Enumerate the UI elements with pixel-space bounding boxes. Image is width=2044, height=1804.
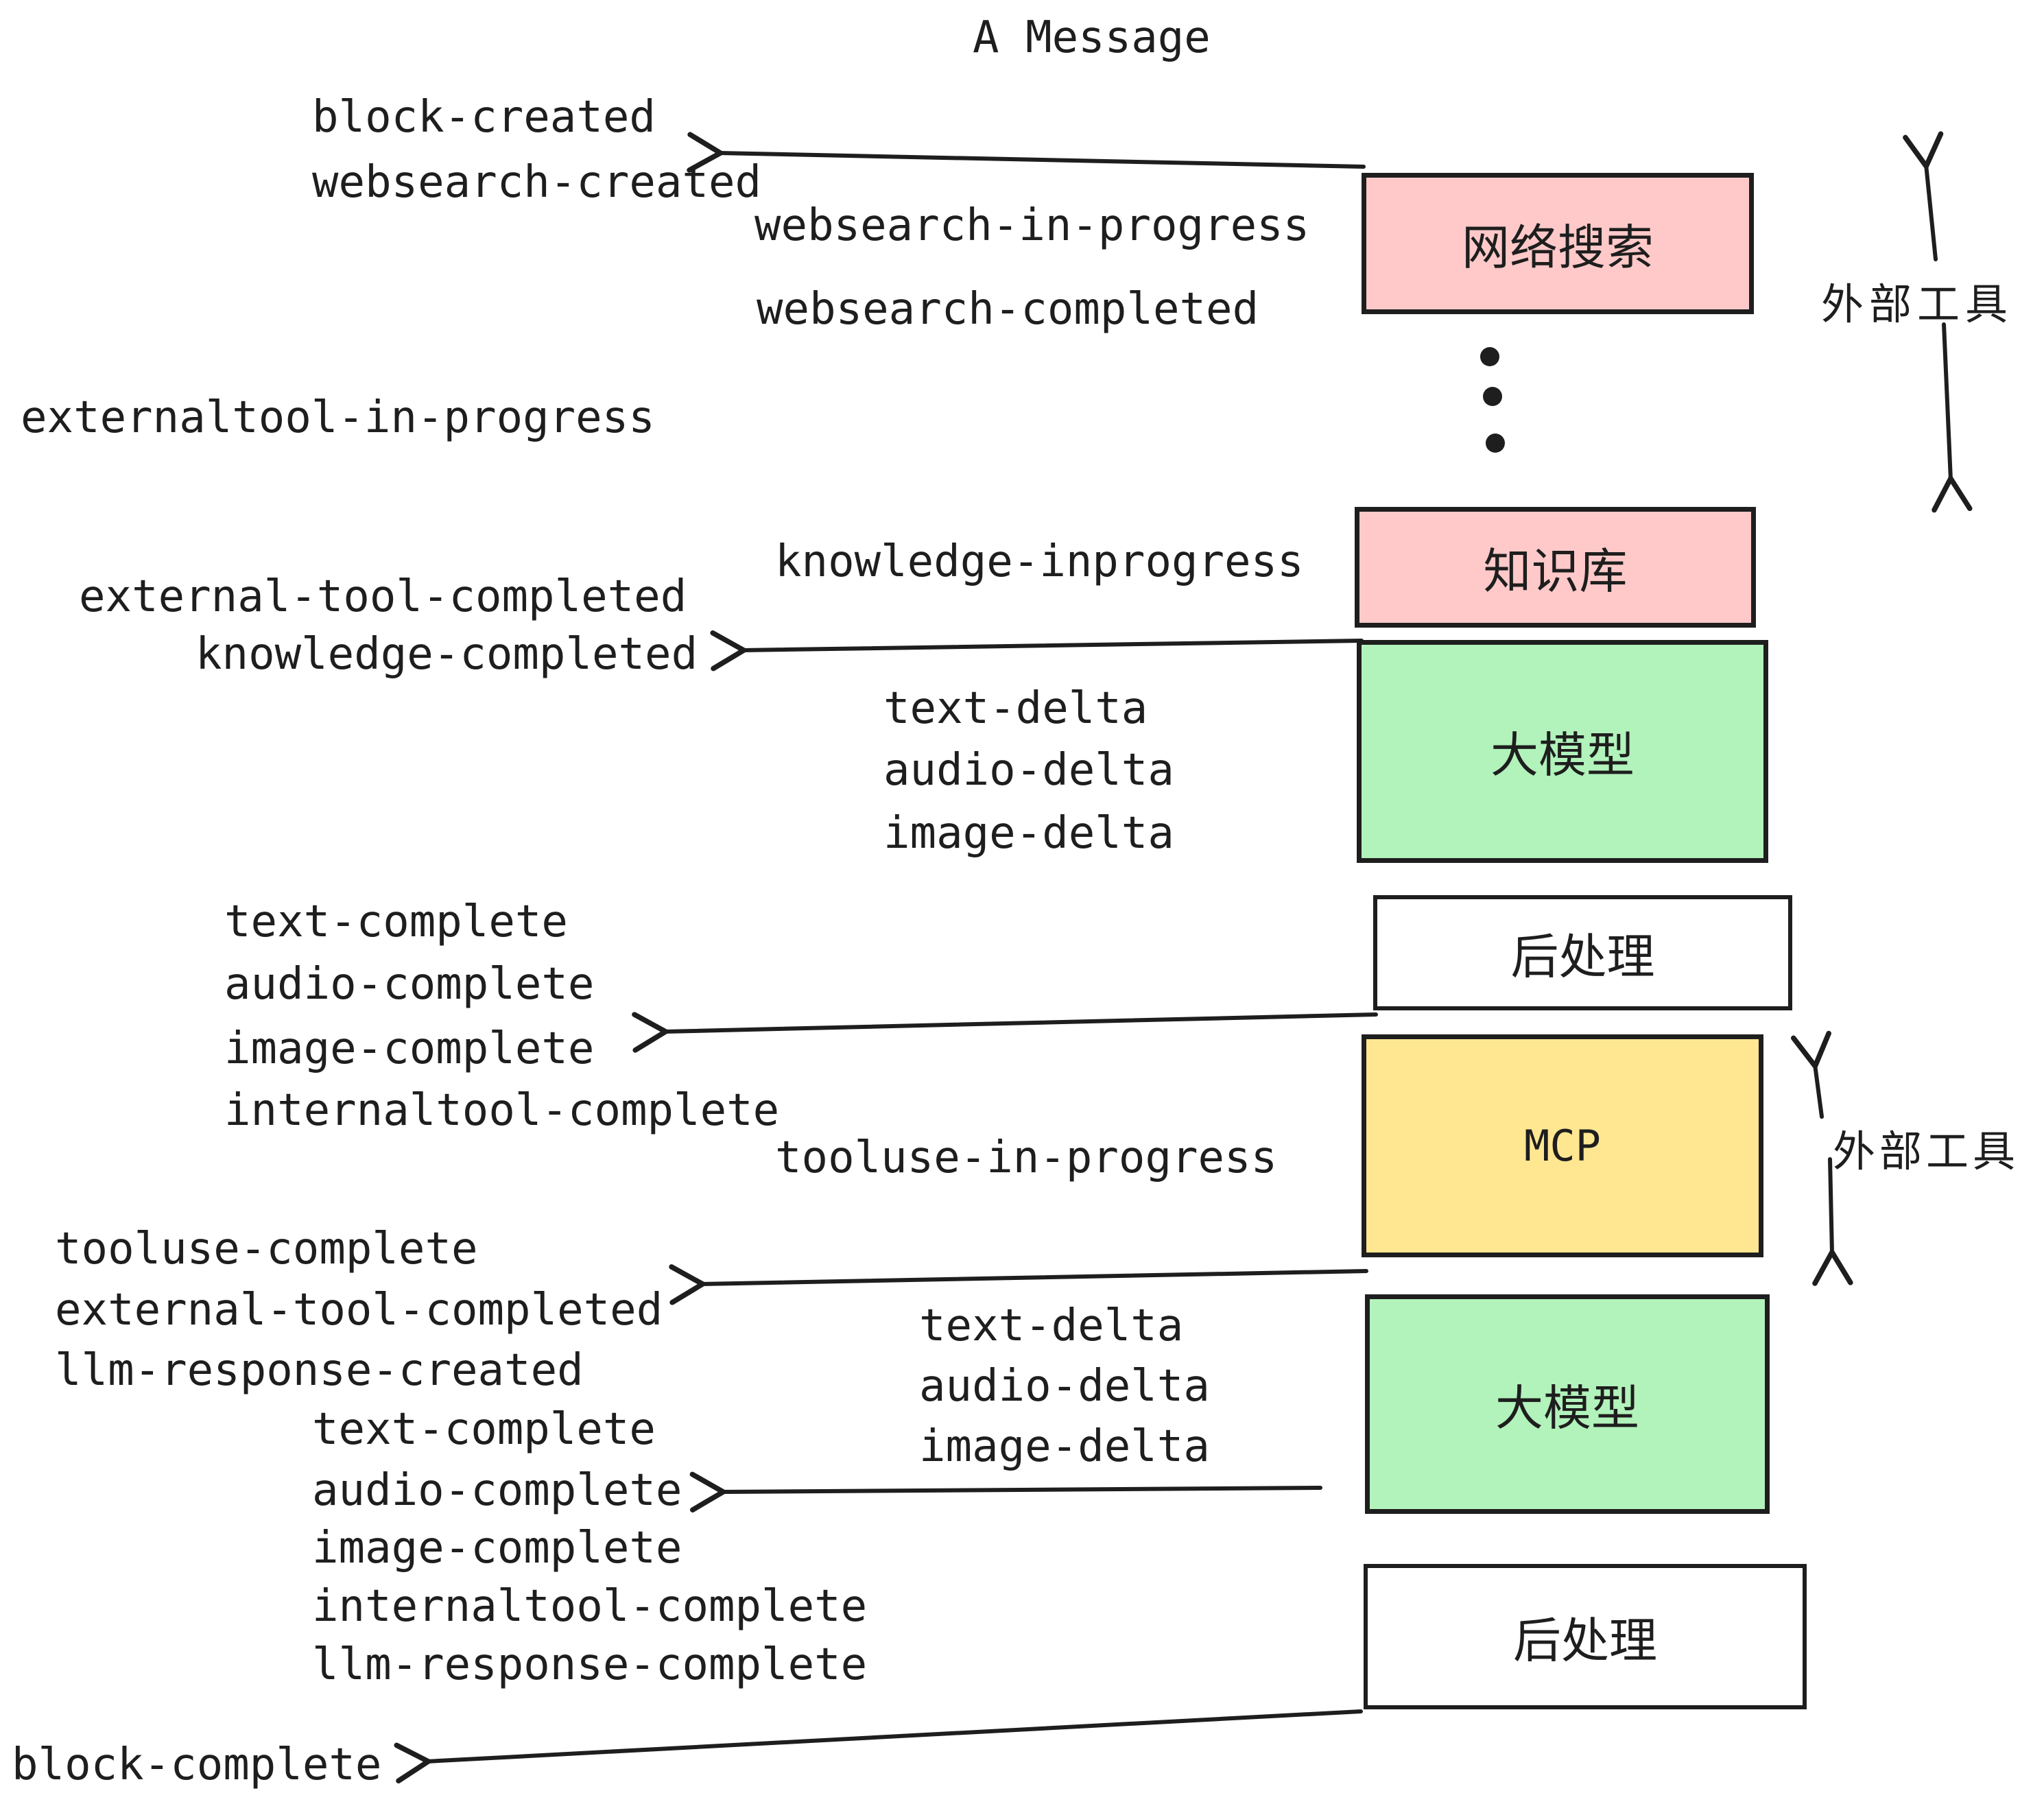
box-llm-2: 大模型 [1365,1294,1770,1514]
event-label-block-complete: block-complete [12,1740,382,1790]
box-websearch-label: 网络搜索 [1462,219,1654,276]
event-label-llm-response-complete: llm-response-complete [312,1639,868,1690]
box-knowledge-label: 知识库 [1483,543,1628,600]
event-label-internaltool-complete-2: internaltool-complete [312,1581,868,1632]
event-label-audio-complete-2: audio-complete [312,1465,682,1516]
event-label-tooluse-in-progress: tooluse-in-progress [775,1132,1278,1183]
box-mcp-label: MCP [1524,1121,1601,1171]
event-label-knowledge-inprogress: knowledge-inprogress [775,536,1304,587]
event-label-text-complete-2: text-complete [312,1404,656,1455]
box-llm-1: 大模型 [1357,640,1768,863]
event-label-external-tool-completed-1: external-tool-completed [79,571,687,622]
event-label-websearch-created: websearch-created [312,157,762,208]
diagram-title: A Message [973,12,1211,63]
external-tools-annotation-2: 外部工具 [1833,1126,2020,1176]
arrow-to-audio-complete-2 [689,1471,1322,1512]
arrow-to-external-tool-completed-2 [669,1264,1368,1305]
event-label-image-delta-2: image-delta [919,1421,1210,1472]
event-label-external-tool-completed-2: external-tool-completed [55,1285,663,1336]
box-post-2: 后处理 [1364,1564,1807,1709]
ellipsis-dot [1483,387,1502,406]
event-label-websearch-in-progress: websearch-in-progress [754,200,1310,251]
event-label-knowledge-completed: knowledge-completed [195,629,698,680]
box-knowledge: 知识库 [1355,507,1756,628]
event-label-text-delta-2: text-delta [919,1301,1184,1351]
box-post-1: 后处理 [1373,895,1792,1010]
box-llm-1-label: 大模型 [1490,727,1635,783]
external-tools-up-arrow-1 [1903,131,1944,261]
event-label-image-complete-1: image-complete [224,1023,595,1074]
event-label-tooluse-complete: tooluse-complete [55,1224,478,1274]
event-label-block-created: block-created [312,92,656,143]
event-label-llm-response-created: llm-response-created [55,1345,584,1396]
arrow-to-image-complete-1 [632,1012,1378,1053]
external-tools-annotation-1: 外部工具 [1821,279,2014,329]
ellipsis-dot [1486,434,1505,453]
box-post-1-label: 后处理 [1510,928,1655,985]
box-websearch: 网络搜索 [1362,173,1754,314]
event-label-audio-delta-1: audio-delta [883,745,1174,796]
box-mcp: MCP [1362,1034,1763,1257]
arrow-to-knowledge-completed [710,630,1364,672]
event-label-externaltool-in-progress: externaltool-in-progress [21,392,655,443]
arrow-to-websearch-created [687,132,1366,173]
arrow-to-block-complete [394,1709,1363,1783]
external-tools-down-arrow-2 [1812,1157,1853,1286]
box-post-2-label: 后处理 [1513,1612,1657,1669]
external-tools-up-arrow-2 [1790,1030,1831,1119]
event-label-text-delta-1: text-delta [883,683,1148,734]
event-label-websearch-completed: websearch-completed [757,284,1259,335]
box-llm-2-label: 大模型 [1495,1379,1639,1436]
event-label-image-complete-2: image-complete [312,1523,682,1574]
event-label-text-complete-1: text-complete [224,897,568,947]
event-label-audio-complete-1: audio-complete [224,959,595,1010]
event-label-image-delta-1: image-delta [883,808,1174,859]
ellipsis-dot [1480,347,1499,366]
external-tools-down-arrow-1 [1932,322,1973,513]
event-label-internaltool-complete-1: internaltool-complete [224,1085,780,1136]
event-label-audio-delta-2: audio-delta [919,1361,1210,1412]
